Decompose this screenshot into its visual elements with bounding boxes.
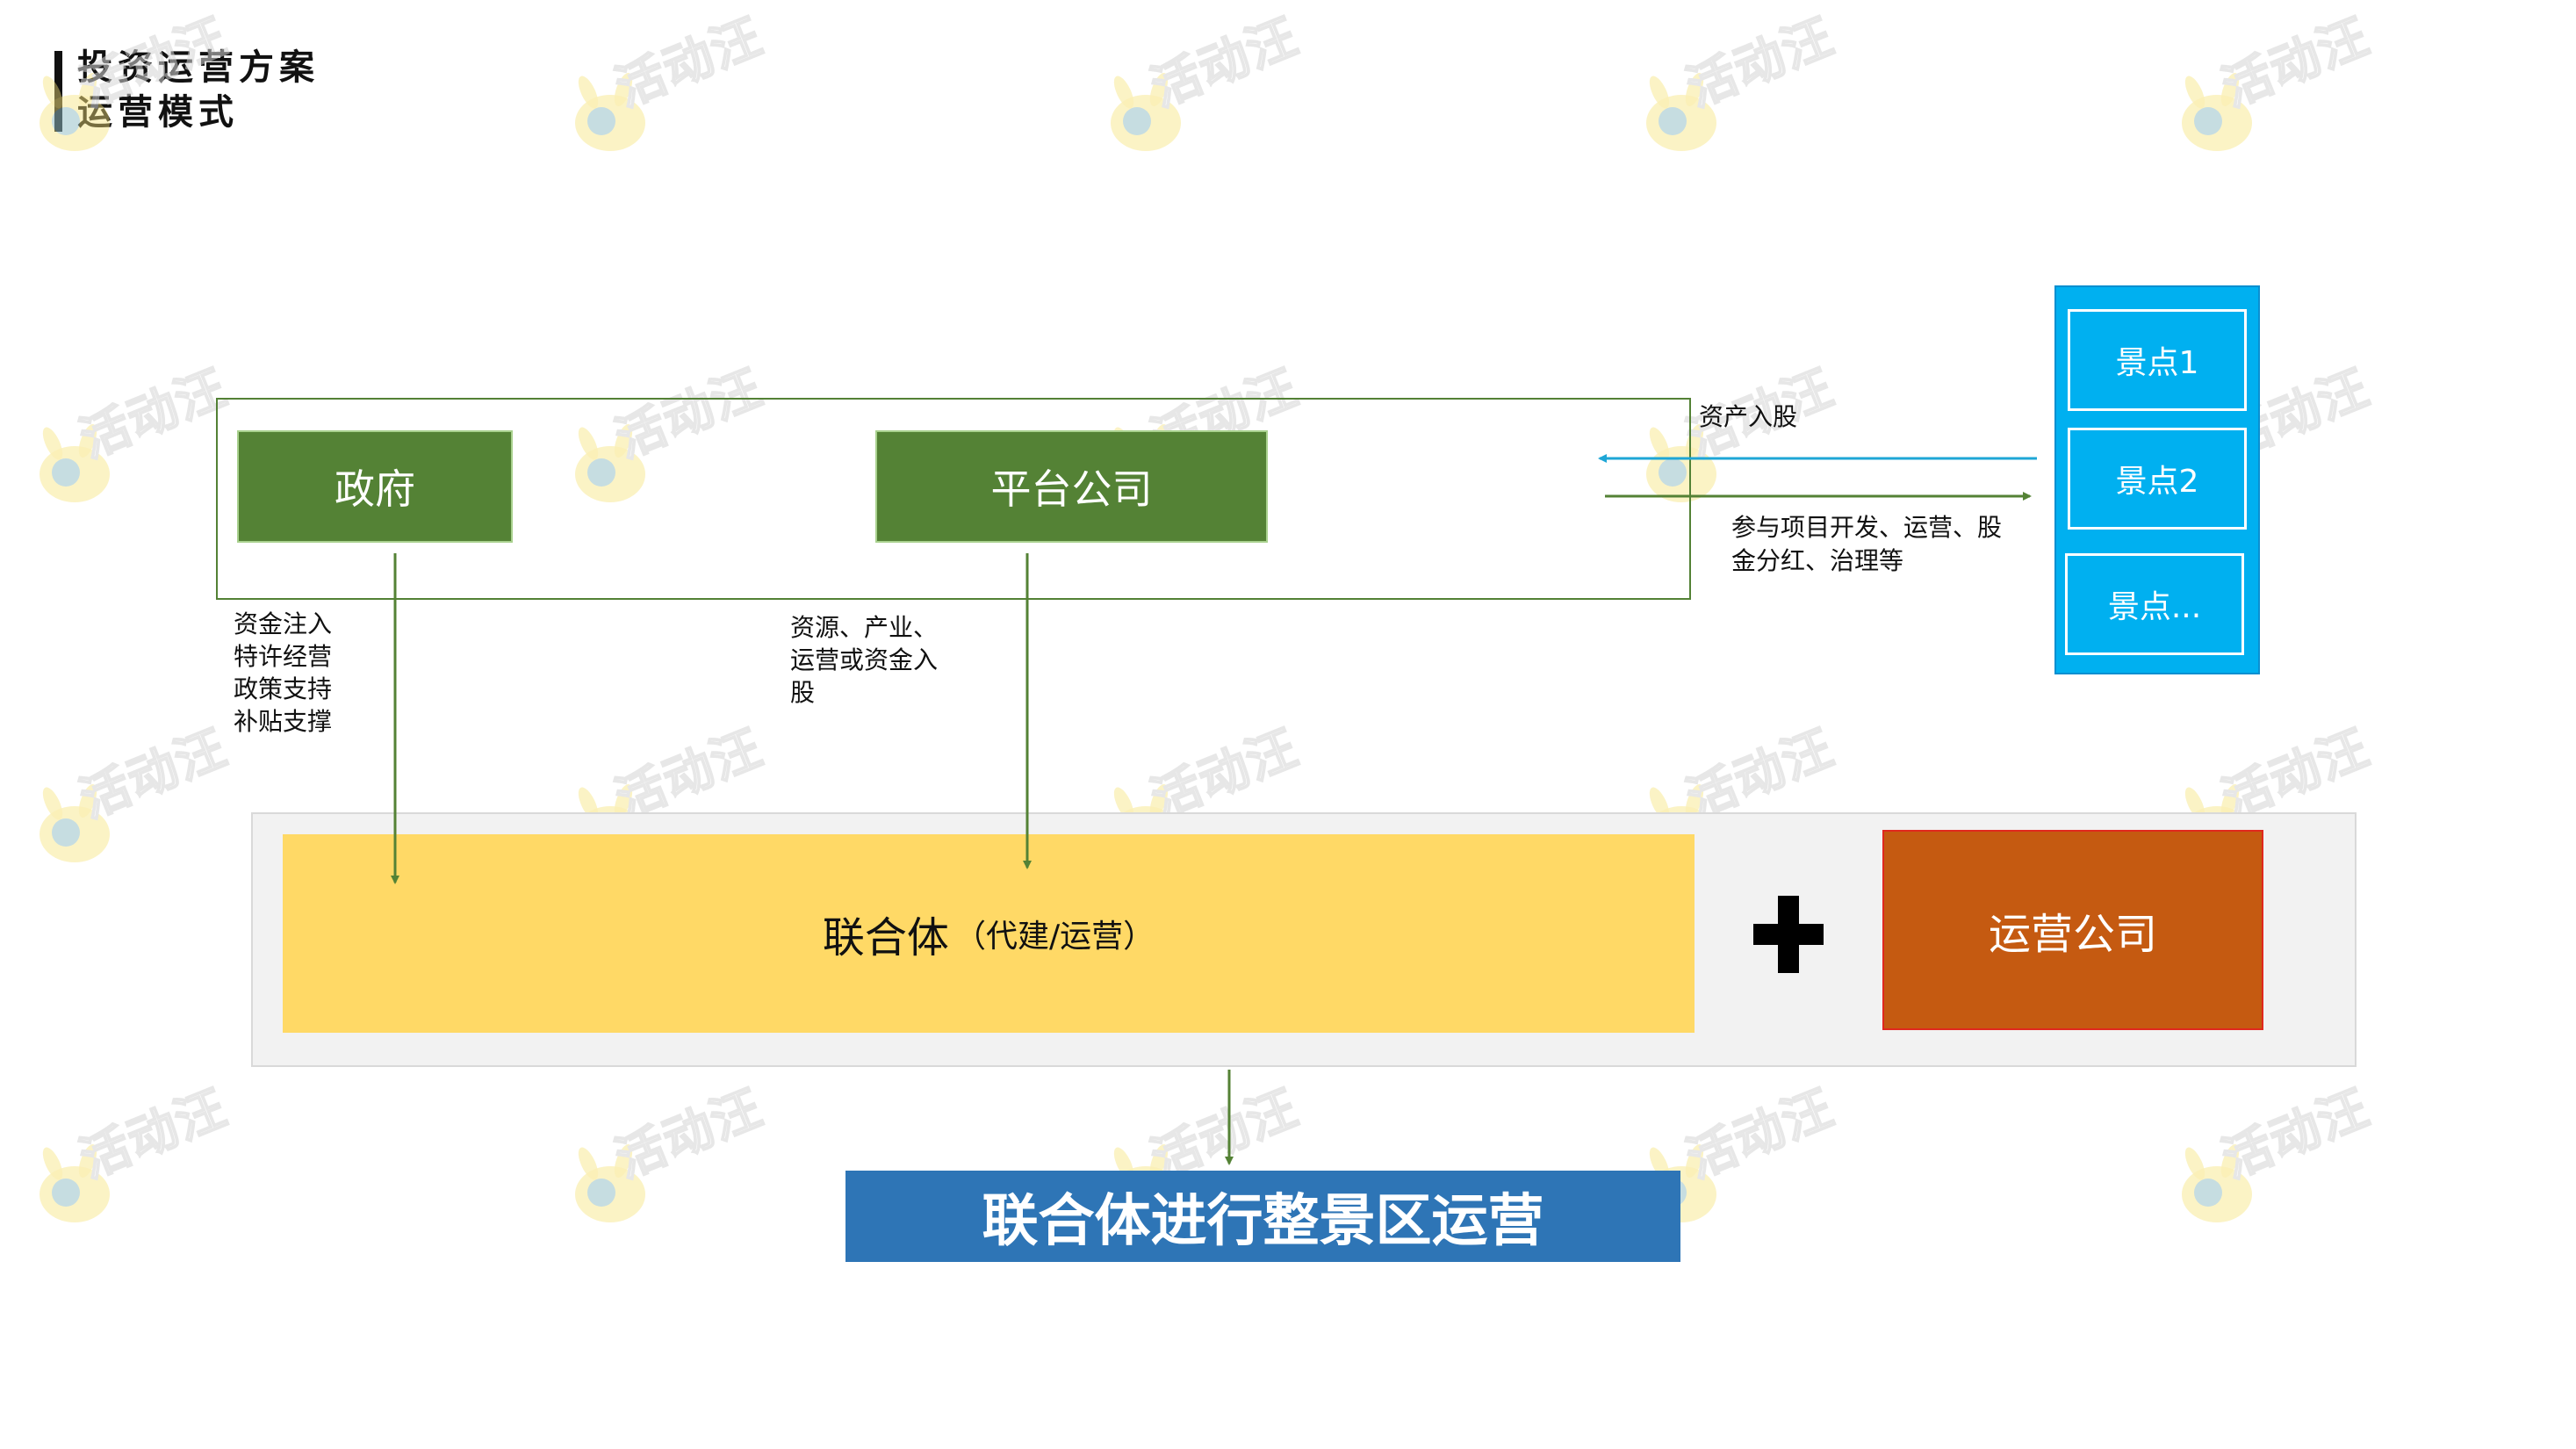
participation-label-2: 金分红、治理等 <box>1731 546 1904 575</box>
spot-label-1: 景点1 <box>2115 345 2199 381</box>
gov-input-1: 资金注入 <box>234 609 333 638</box>
stakeholder-frame <box>216 398 1691 600</box>
page-subtitle: 运营模式 <box>77 92 239 133</box>
platform-company-label: 平台公司 <box>990 465 1153 513</box>
gov-input-3: 政策支持 <box>234 674 333 703</box>
operation-company-box: 运营公司 <box>1882 830 2263 1030</box>
result-label: 联合体进行整景区运营 <box>982 1189 1544 1254</box>
government-box: 政府 <box>237 430 513 543</box>
plus-icon <box>1753 896 1824 973</box>
gov-input-4: 补贴支撑 <box>234 707 333 736</box>
page-title: 投资运营方案 <box>77 47 320 88</box>
platform-input-2: 运营或资金入 <box>790 645 939 674</box>
spot-label-3: 景点... <box>2107 589 2202 625</box>
platform-input-1: 资源、产业、 <box>790 613 939 642</box>
gov-input-2: 特许经营 <box>234 642 333 671</box>
operation-company-label: 运营公司 <box>1988 910 2157 959</box>
participation-label-1: 参与项目开发、运营、股 <box>1731 513 2003 542</box>
spot-box-1: 景点1 <box>2068 309 2247 411</box>
consortium-sub-label: （代建/运营） <box>953 919 1155 955</box>
result-box: 联合体进行整景区运营 <box>845 1171 1680 1262</box>
spot-box-3: 景点... <box>2065 553 2244 655</box>
spot-box-2: 景点2 <box>2068 428 2247 530</box>
title-accent-bar <box>54 51 62 132</box>
government-label: 政府 <box>335 465 415 513</box>
spot-label-2: 景点2 <box>2115 464 2199 500</box>
consortium-box: 联合体 （代建/运营） <box>283 834 1695 1033</box>
consortium-label: 联合体 <box>822 913 949 962</box>
platform-company-box: 平台公司 <box>875 430 1268 543</box>
asset-investment-label: 资产入股 <box>1699 402 1798 431</box>
platform-input-3: 股 <box>790 678 816 707</box>
